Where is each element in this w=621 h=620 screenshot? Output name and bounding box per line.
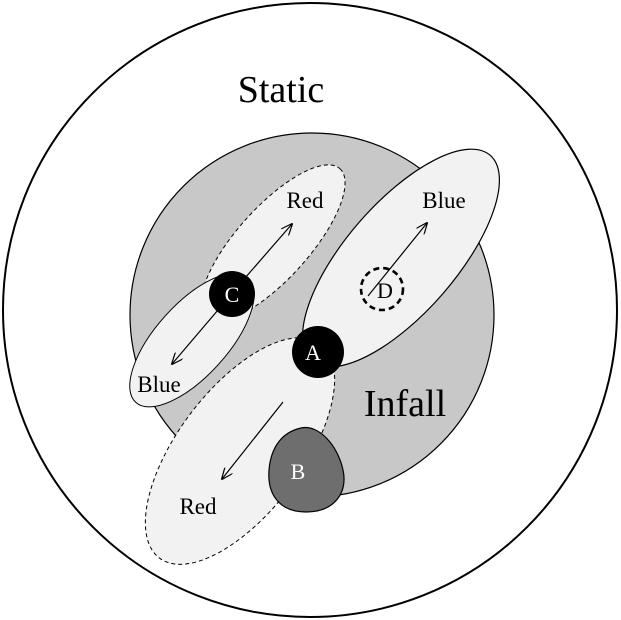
static-label: Static	[238, 69, 325, 111]
c-red-lobe-label: Red	[286, 188, 324, 213]
node-d-label: D	[377, 278, 393, 303]
c-blue-lobe-label: Blue	[137, 372, 180, 397]
infall-label: Infall	[364, 383, 446, 425]
node-b-label: B	[291, 459, 306, 484]
node-a	[292, 326, 344, 378]
node-b	[268, 426, 345, 513]
a-red-lobe-label: Red	[179, 494, 217, 519]
node-a-label: A	[305, 340, 321, 365]
c-blue-arrow	[172, 309, 219, 364]
node-d	[359, 266, 405, 312]
c-red-arrow	[244, 224, 292, 279]
a-blue-lobe-label: Blue	[422, 188, 465, 213]
a-red-arrow	[222, 401, 284, 479]
a-blue-arrow	[367, 223, 427, 297]
node-c	[209, 271, 255, 317]
node-c-label: C	[225, 282, 240, 307]
